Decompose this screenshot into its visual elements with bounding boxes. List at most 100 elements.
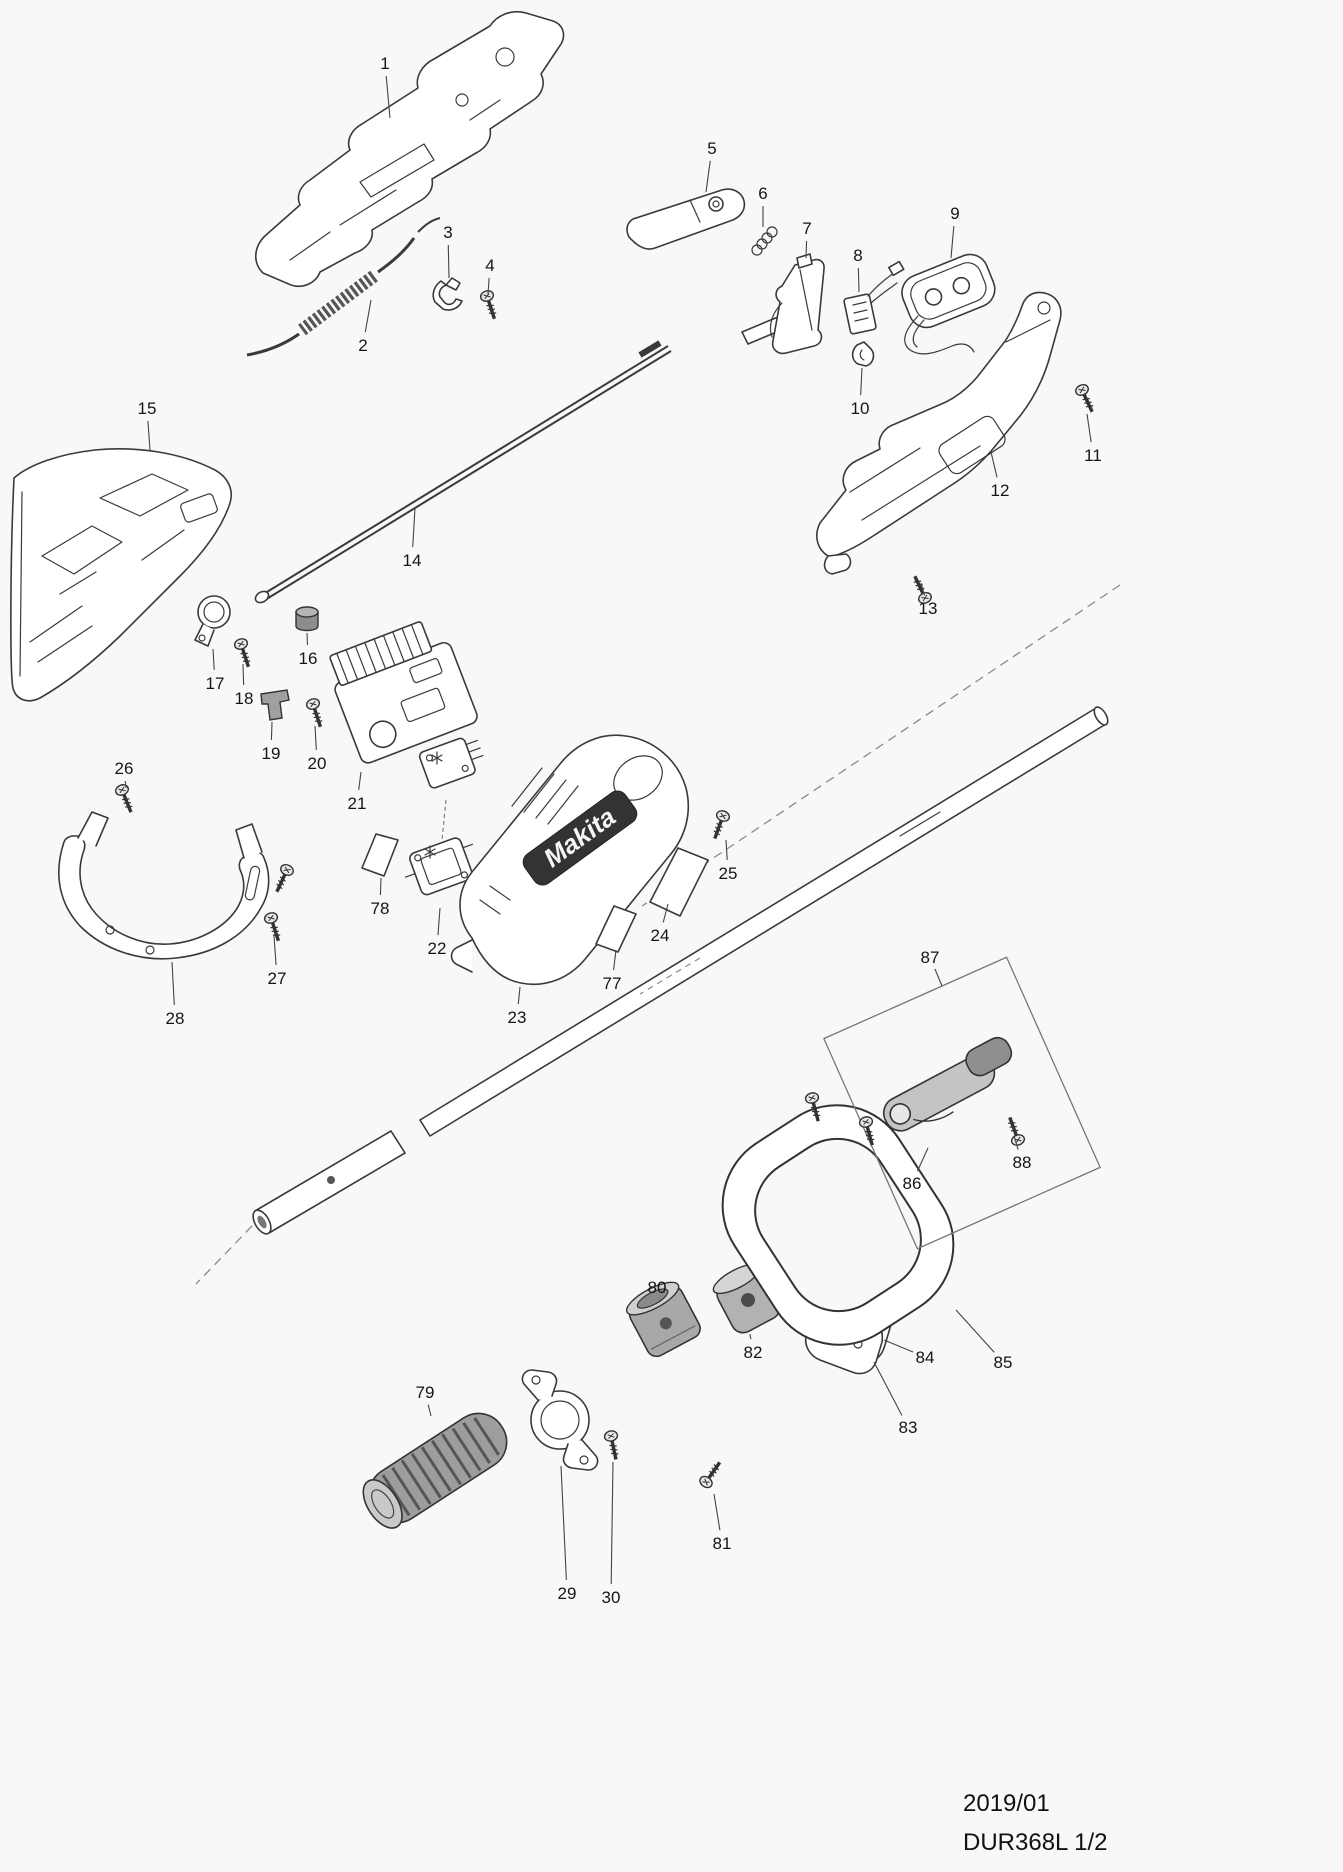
part-label-79: 79 (416, 1383, 435, 1402)
part-label-8: 8 (853, 246, 862, 265)
part-79-grip-drawing (362, 1412, 508, 1529)
leader-line-3 (447, 244, 450, 279)
part-23-motor-housing-drawing: Makita (450, 734, 690, 985)
leader-line-13 (920, 582, 926, 596)
leader-line-84 (883, 1339, 914, 1353)
part-label-19: 19 (262, 744, 281, 763)
part-20-screw-drawing (303, 695, 329, 731)
footer-model: DUR368L 1/2 (963, 1829, 1108, 1856)
part-25-screw-drawing (706, 807, 733, 843)
part-19-holder-drawing (260, 689, 290, 721)
part-label-81: 81 (713, 1534, 732, 1553)
leader-line-81 (713, 1493, 721, 1531)
part-15-left-housing-drawing (10, 448, 232, 702)
screw-drawing (269, 861, 297, 897)
part-1-top-housing-drawing (255, 10, 565, 288)
part-label-3: 3 (443, 223, 452, 242)
outer-pipe-drawing (419, 706, 1109, 1137)
part-label-10: 10 (851, 399, 870, 418)
leader-line-8 (857, 267, 860, 293)
leader-line-7 (805, 240, 808, 259)
part-label-9: 9 (950, 204, 959, 223)
part-88-screw-drawing (1001, 1113, 1028, 1149)
leader-line-9 (950, 225, 955, 259)
part-label-80: 80 (648, 1278, 667, 1297)
leader-line-24 (662, 903, 669, 923)
leader-line-2 (364, 299, 372, 333)
part-label-7: 7 (802, 219, 811, 238)
part-86-lever-assembly-drawing (882, 1036, 1013, 1132)
part-label-21: 21 (348, 794, 367, 813)
pipe-end-drawing (252, 1130, 406, 1235)
part-label-16: 16 (299, 649, 318, 668)
part-2-flexible-cable-drawing (246, 217, 441, 357)
leader-line-23 (517, 986, 521, 1005)
part-78-label-drawing (361, 833, 399, 877)
leader-line-10 (860, 367, 863, 396)
part-11-screw-drawing (1072, 381, 1100, 417)
leader-line-18 (242, 663, 245, 686)
part-label-11: 11 (1084, 446, 1102, 465)
leader-line-15 (147, 420, 151, 451)
part-14-rod-drawing (254, 340, 672, 604)
part-16-sleeve-drawing (295, 606, 319, 632)
part-5-lever-drawing (626, 188, 746, 250)
part-label-18: 18 (235, 689, 254, 708)
assembly-axis-dashed-upper (641, 584, 1121, 907)
part-6-spring-drawing (751, 226, 778, 256)
leader-line-25 (725, 839, 728, 861)
part-label-17: 17 (206, 674, 225, 693)
part-label-23: 23 (508, 1008, 527, 1027)
part-4-screw-drawing (477, 287, 503, 323)
part-18-screw-drawing (231, 635, 257, 671)
leader-line-21 (358, 771, 362, 791)
part-label-24: 24 (651, 926, 670, 945)
part-85-loop-handle-drawing (721, 1104, 955, 1346)
part-label-27: 27 (268, 969, 287, 988)
part-8-switch-drawing (843, 260, 905, 335)
part-24-label-drawing (649, 847, 709, 917)
part-22-connector-drawing (405, 737, 484, 896)
part-label-22: 22 (428, 939, 447, 958)
part-label-15: 15 (138, 399, 157, 418)
part-label-87: 87 (921, 948, 940, 967)
footer-date: 2019/01 (963, 1790, 1050, 1817)
part-label-86: 86 (903, 1174, 922, 1193)
part-30-screw-drawing (601, 1428, 625, 1463)
part-label-77: 77 (603, 974, 622, 993)
part-label-2: 2 (358, 336, 367, 355)
part-label-26: 26 (115, 759, 134, 778)
leader-line-85 (955, 1309, 995, 1353)
leader-line-29 (560, 1465, 567, 1581)
part-label-78: 78 (371, 899, 390, 918)
leader-line-28 (171, 961, 175, 1006)
leader-line-26 (124, 780, 127, 789)
leader-line-83 (873, 1361, 903, 1416)
leader-line-79 (427, 1404, 432, 1417)
part-17-clamp-ring-drawing (194, 595, 231, 647)
part-label-4: 4 (485, 256, 494, 275)
leader-line-20 (314, 725, 317, 751)
leader-line-86 (916, 1147, 929, 1172)
part-28-hanger-drawing (58, 811, 270, 960)
part-label-28: 28 (166, 1009, 185, 1028)
part-label-12: 12 (991, 481, 1010, 500)
leader-line-12 (990, 451, 998, 478)
leader-line-27 (273, 935, 277, 966)
part-81-screw-drawing (696, 1456, 727, 1492)
leader-line-88 (1013, 1135, 1019, 1150)
leader-line-11 (1086, 413, 1092, 443)
leader-line-22 (437, 907, 441, 936)
part-label-84: 84 (916, 1348, 935, 1367)
part-label-1: 1 (380, 54, 389, 73)
part-label-14: 14 (403, 551, 422, 570)
leader-line-19 (270, 721, 273, 741)
part-10-clip-drawing (851, 341, 875, 367)
part-21-controller-drawing (329, 621, 478, 764)
part-label-25: 25 (719, 864, 738, 883)
part-80-clamp-cylinder-drawing (625, 1281, 701, 1358)
part-label-6: 6 (758, 184, 767, 203)
leader-line-30 (610, 1461, 614, 1585)
